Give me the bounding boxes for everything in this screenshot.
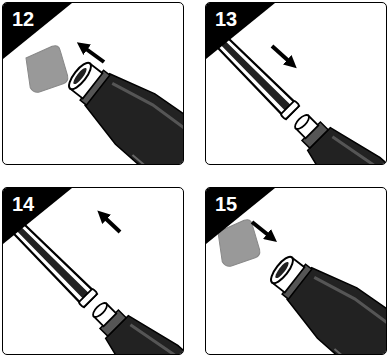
motion-arrow bbox=[272, 46, 292, 64]
step-number: 15 bbox=[215, 193, 237, 215]
step-number: 13 bbox=[215, 8, 237, 30]
step-number: 14 bbox=[12, 193, 34, 215]
step-panel: 15 bbox=[205, 187, 387, 355]
step-panel: 12 bbox=[2, 2, 184, 165]
brush-pad bbox=[23, 44, 70, 93]
handheld-vacuum bbox=[253, 235, 386, 354]
corner-tab bbox=[3, 188, 72, 244]
step-panel: 13 bbox=[205, 2, 387, 165]
corner-tab bbox=[206, 188, 275, 244]
panel-13-art bbox=[206, 3, 386, 164]
panel-14-art bbox=[3, 188, 183, 354]
motion-arrow bbox=[82, 46, 104, 62]
handheld-vacuum bbox=[51, 41, 183, 164]
step-panel: 14 bbox=[2, 187, 184, 355]
motion-arrow bbox=[252, 222, 272, 238]
panel-12-art bbox=[3, 3, 183, 164]
panel-15-art bbox=[206, 188, 386, 354]
step-number: 12 bbox=[12, 8, 34, 30]
corner-tab bbox=[206, 3, 275, 59]
motion-arrow bbox=[102, 215, 120, 232]
corner-tab bbox=[3, 3, 72, 59]
